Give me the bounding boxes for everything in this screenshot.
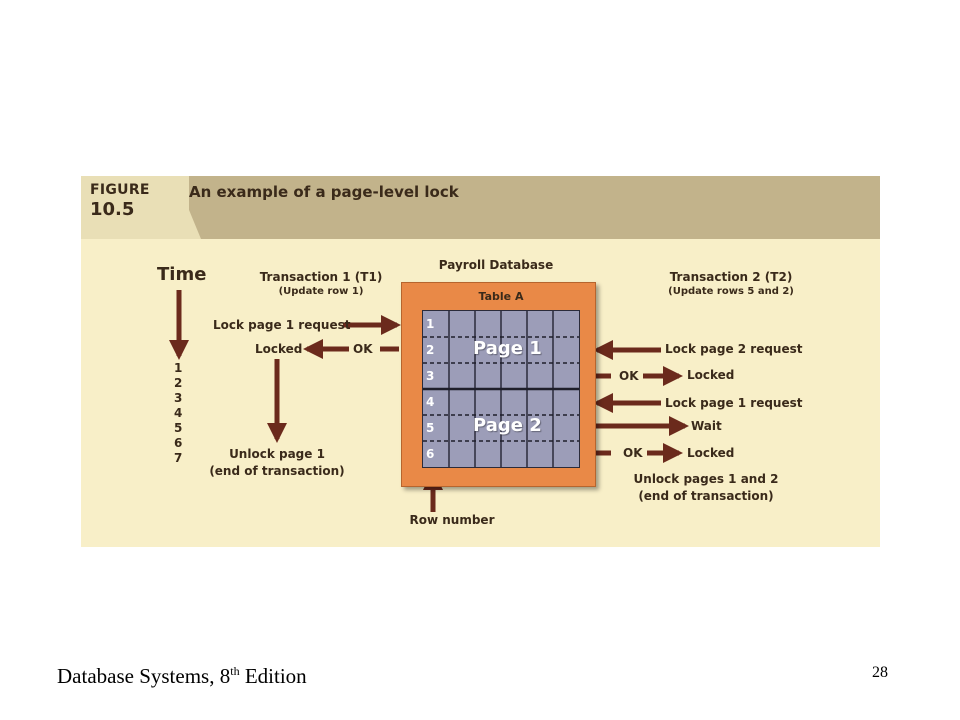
t2-ok1-label: OK xyxy=(619,369,639,383)
t1-unlock-label: Unlock page 1 xyxy=(229,447,325,461)
time-ticks: 1 2 3 4 5 6 7 xyxy=(174,361,182,466)
t2-lock-page1-label: Lock page 1 request xyxy=(665,396,803,410)
row-number: 6 xyxy=(426,447,435,461)
t2-locked2-label: Locked xyxy=(687,446,735,460)
row-number: 4 xyxy=(426,395,435,409)
page-2-label: Page 2 xyxy=(473,415,542,436)
t1-subtitle: (Update row 1) xyxy=(278,286,364,297)
time-tick: 5 xyxy=(174,421,183,435)
time-tick: 4 xyxy=(174,406,183,420)
row-number: 3 xyxy=(426,369,435,383)
edition-word: Edition xyxy=(239,664,307,688)
time-tick: 3 xyxy=(174,391,183,405)
page-1-label: Page 1 xyxy=(473,338,542,359)
t2-title: Transaction 2 (T2) xyxy=(669,270,793,284)
diagram-arrows xyxy=(169,290,689,512)
table-a-label: Table A xyxy=(478,290,524,303)
time-tick: 7 xyxy=(174,451,183,465)
edition-superscript: th xyxy=(230,664,240,678)
t2-locked1-label: Locked xyxy=(687,368,735,382)
table-grid xyxy=(422,310,580,468)
time-tick: 1 xyxy=(174,361,183,375)
time-label: Time xyxy=(157,264,207,285)
figure-title: An example of a page-level lock xyxy=(189,183,459,201)
book-title-text: Database Systems, 8 xyxy=(57,664,231,688)
t2-unlock-sub-label: (end of transaction) xyxy=(638,489,774,503)
figure-header xyxy=(81,176,880,239)
row-number: 2 xyxy=(426,343,435,357)
t1-title: Transaction 1 (T1) xyxy=(259,270,383,284)
t2-wait-label: Wait xyxy=(691,419,722,433)
t1-ok-label: OK xyxy=(353,342,373,356)
time-tick: 2 xyxy=(174,376,183,390)
row-number-label: Row number xyxy=(409,513,495,527)
t2-ok2-label: OK xyxy=(623,446,643,460)
footer-book-title: Database Systems, 8th Edition xyxy=(57,664,307,689)
t2-lock-page2-label: Lock page 2 request xyxy=(665,342,803,356)
time-tick: 6 xyxy=(174,436,183,450)
figure-label-number: 10.5 xyxy=(90,199,135,220)
t2-unlock-label: Unlock pages 1 and 2 xyxy=(633,472,779,486)
figure-label-word: FIGURE xyxy=(90,182,150,198)
t1-unlock-sub-label: (end of transaction) xyxy=(209,464,345,478)
figure-panel: FIGURE 10.5 An example of a page-level l… xyxy=(81,176,880,547)
t1-lock-request-label: Lock page 1 request xyxy=(213,318,351,332)
grid-lines xyxy=(423,311,579,467)
t2-subtitle: (Update rows 5 and 2) xyxy=(668,286,794,297)
figure-label-tab: FIGURE 10.5 xyxy=(81,176,201,239)
row-number: 1 xyxy=(426,317,435,331)
database-title: Payroll Database xyxy=(438,258,554,272)
t1-locked-label: Locked xyxy=(255,342,303,356)
row-number: 5 xyxy=(426,421,435,435)
slide-number: 28 xyxy=(872,664,888,681)
